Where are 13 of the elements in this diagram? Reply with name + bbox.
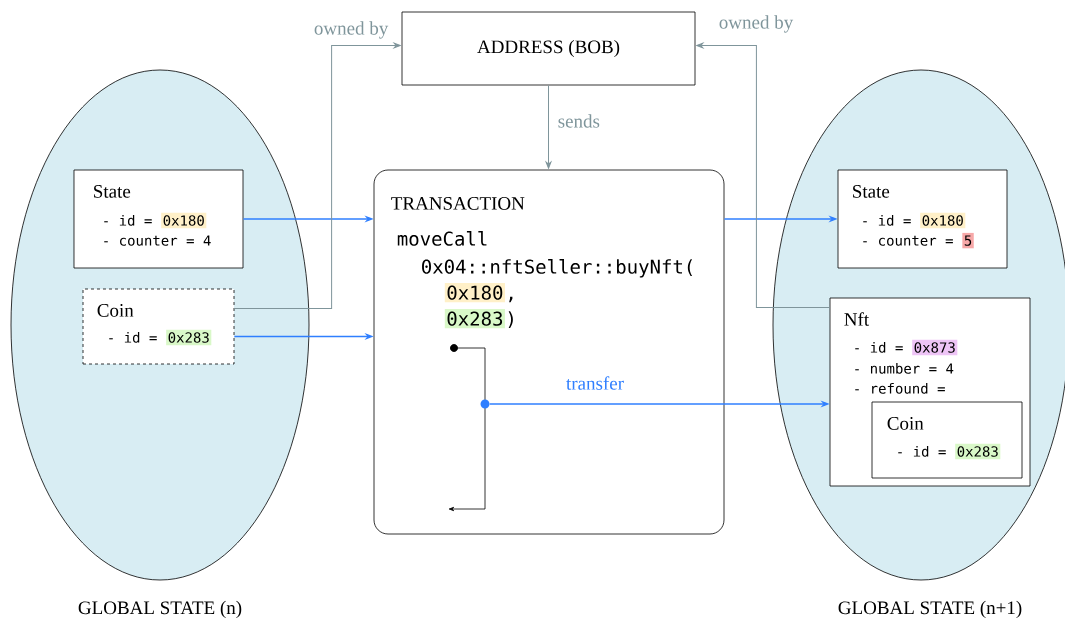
- node-label: GLOBAL STATE (n): [78, 600, 242, 619]
- object-box: State - id = 0x180 - counter = 5: [837, 169, 1008, 269]
- object-box: State - id = 0x180 - counter = 4: [73, 169, 244, 269]
- address-box: ADDRESS (BOB): [401, 11, 696, 86]
- object-box: Coin - id = 0x283: [871, 401, 1023, 479]
- object-box: Coin - id = 0x283: [82, 288, 235, 365]
- arrow: [545, 84, 552, 169]
- arrow: [696, 42, 831, 309]
- node-label: GLOBAL STATE (n+1): [838, 600, 1022, 619]
- edge-label: owned by: [717, 13, 795, 35]
- arrow: [233, 42, 401, 309]
- edge-label: sends: [556, 112, 602, 130]
- edge-label: owned by: [312, 19, 390, 41]
